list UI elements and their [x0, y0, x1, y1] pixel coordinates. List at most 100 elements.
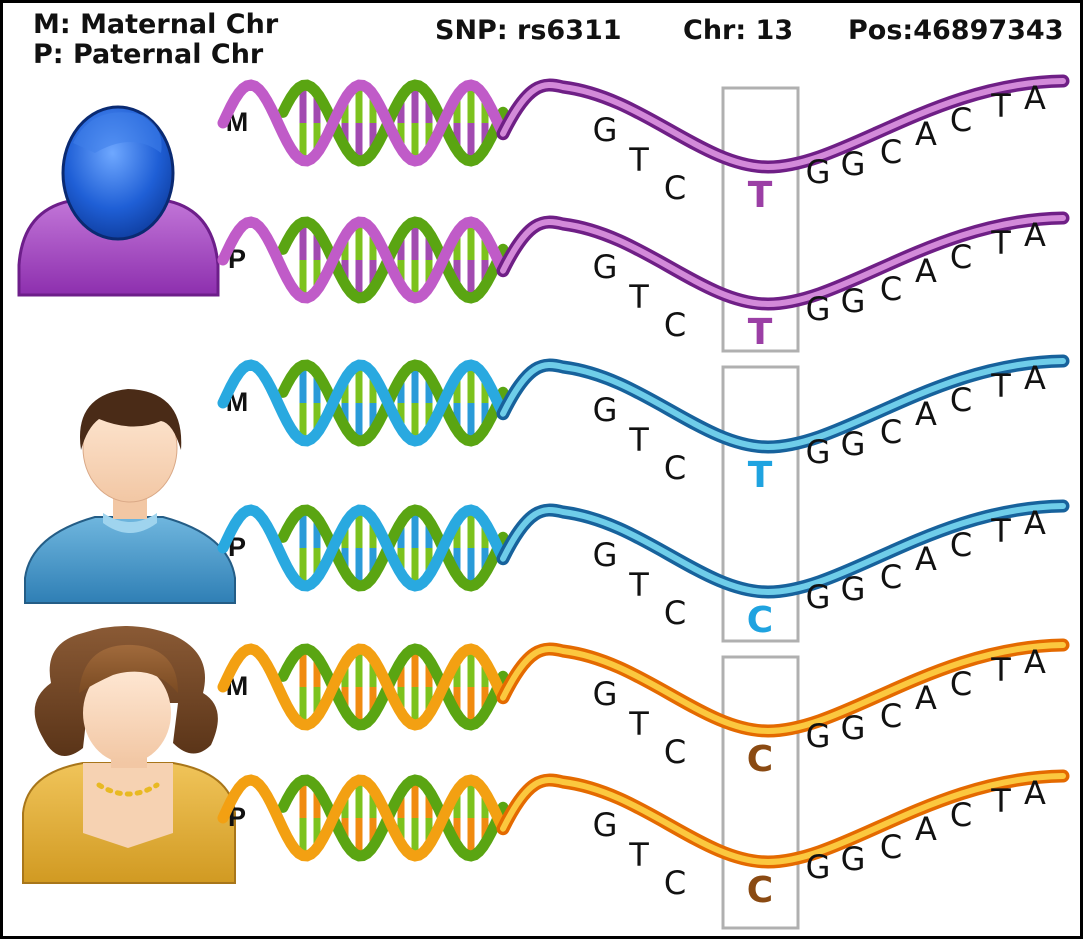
helix-backbone — [217, 216, 509, 304]
sequence-base: T — [990, 224, 1011, 262]
sequence-base: T — [628, 141, 649, 179]
sequence-base: C — [950, 381, 972, 419]
snp-base: T — [748, 455, 773, 496]
sequence-base: T — [628, 421, 649, 459]
snp-highlight-box — [721, 86, 800, 353]
sequence-base: C — [664, 864, 686, 902]
sequence-base: A — [1024, 216, 1046, 254]
sequence-base: A — [1024, 643, 1046, 681]
sequence-base: G — [593, 111, 618, 149]
sequence-base: T — [628, 705, 649, 743]
sequence-base: T — [990, 512, 1011, 550]
sequence-base: C — [664, 449, 686, 487]
sequence-base: C — [950, 665, 972, 703]
sequence-base: C — [880, 558, 902, 596]
snp-base: C — [747, 739, 773, 780]
sequence-base: A — [1024, 504, 1046, 542]
helix-backbone — [217, 774, 509, 862]
sequence-base: C — [664, 733, 686, 771]
snp-highlight-box — [721, 365, 800, 643]
single-strand-highlight — [500, 773, 1066, 866]
sequence-base: G — [841, 282, 866, 320]
sequence-base: G — [593, 391, 618, 429]
snp-id: SNP: rs6311 — [435, 15, 622, 46]
sequence-base: G — [593, 806, 618, 844]
chromosome-number: Chr: 13 — [683, 15, 794, 46]
sequence-base: C — [950, 238, 972, 276]
sequence-base: A — [915, 252, 937, 290]
sequence-base: G — [593, 248, 618, 286]
sequence-base: C — [664, 594, 686, 632]
helix-backbone — [217, 643, 509, 731]
helix-backbone — [217, 359, 509, 447]
sequence-base: C — [950, 796, 972, 834]
helix-backbone — [277, 774, 509, 862]
sequence-base: A — [915, 810, 937, 848]
sequence-base: G — [841, 425, 866, 463]
helix-backbone — [217, 79, 509, 167]
snp-base: T — [748, 175, 773, 216]
sequence-base: C — [880, 270, 902, 308]
helix-backbone — [277, 79, 509, 167]
sequence-base: G — [593, 675, 618, 713]
sequence-base: C — [880, 413, 902, 451]
sequence-base: T — [628, 566, 649, 604]
sequence-base: G — [806, 848, 831, 886]
sequence-base: T — [990, 651, 1011, 689]
sequence-base: C — [950, 101, 972, 139]
sequence-base: G — [806, 578, 831, 616]
sequence-base: T — [628, 836, 649, 874]
sequence-base: G — [593, 536, 618, 574]
person-man-icon — [24, 389, 236, 604]
sequence-base: C — [664, 306, 686, 344]
sequence-base: A — [1024, 359, 1046, 397]
sequence-base: A — [915, 679, 937, 717]
sequence-base: C — [664, 169, 686, 207]
sequence-base: A — [915, 540, 937, 578]
single-strand-highlight — [500, 503, 1066, 596]
sequence-base: T — [990, 367, 1011, 405]
sequence-base: A — [915, 115, 937, 153]
sequence-base: A — [915, 395, 937, 433]
sequence-base: C — [880, 828, 902, 866]
helix-backbone — [277, 643, 509, 731]
sequence-base: G — [806, 153, 831, 191]
sequence-base: G — [841, 570, 866, 608]
sequence-base: T — [990, 782, 1011, 820]
single-strand-highlight — [500, 642, 1066, 735]
sequence-base: C — [950, 526, 972, 564]
sequence-base: C — [880, 133, 902, 171]
sequence-base: G — [806, 717, 831, 755]
legend-maternal: M: Maternal Chr — [33, 9, 279, 40]
snp-position: Pos:46897343 — [848, 15, 1064, 46]
sequence-base: T — [990, 87, 1011, 125]
snp-highlight-box — [721, 655, 800, 930]
sequence-base: C — [880, 697, 902, 735]
sequence-base: G — [841, 840, 866, 878]
sequence-base: G — [841, 145, 866, 183]
helix-backbone — [217, 504, 509, 592]
snp-base: C — [747, 870, 773, 911]
person-woman-icon — [22, 625, 236, 884]
single-strand-highlight — [500, 215, 1066, 308]
snp-base: T — [748, 312, 773, 353]
helix-backbone — [277, 504, 509, 592]
single-strand-highlight — [500, 78, 1066, 171]
single-strand-highlight — [500, 358, 1066, 451]
sequence-base: T — [628, 278, 649, 316]
sequence-base: G — [806, 290, 831, 328]
sequence-base: A — [1024, 79, 1046, 117]
sequence-base: G — [841, 709, 866, 747]
legend-paternal: P: Paternal Chr — [33, 39, 264, 70]
helix-backbone — [277, 359, 509, 447]
snp-base: C — [747, 600, 773, 641]
sequence-base: A — [1024, 774, 1046, 812]
